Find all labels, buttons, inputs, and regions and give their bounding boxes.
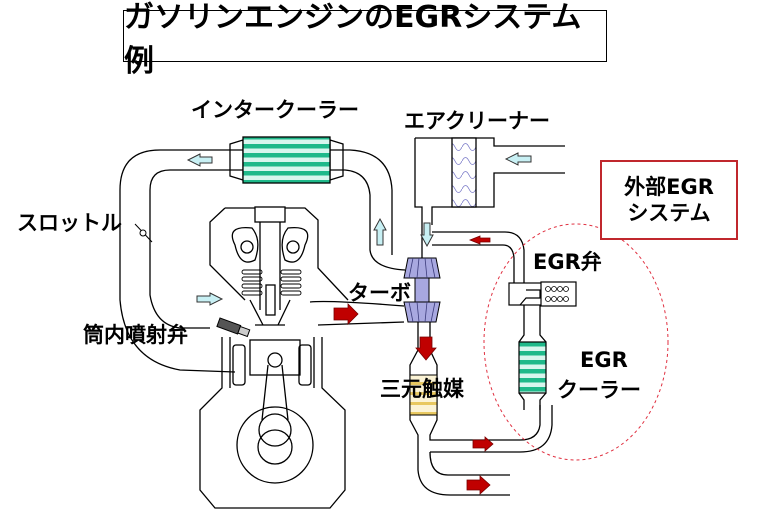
intake-arrow-throttle	[196, 292, 224, 306]
exhaust-arrow-catalyst	[415, 336, 437, 361]
intercooler-pipe-inner	[149, 169, 243, 329]
label-turbo: ターボ	[348, 281, 411, 305]
injector	[216, 317, 251, 338]
air-filter	[451, 137, 477, 208]
egr-system-boundary	[483, 223, 669, 461]
intercooler-to-turbo-outer	[330, 149, 393, 255]
label-egr-valve: EGR弁	[533, 250, 602, 274]
label-egr-cooler-2: クーラー	[557, 378, 641, 402]
intercooler-pipe-outer	[119, 149, 243, 373]
exhaust-arrow-to-egr	[472, 436, 494, 452]
intake-arrow-aircleaner	[504, 152, 532, 166]
exhaust-manifold	[309, 300, 405, 326]
label-injector: 筒内噴射弁	[83, 323, 188, 347]
intake-arrow-to-turbo	[420, 222, 434, 248]
diagram-title: ガソリンエンジンのEGRシステム例	[124, 0, 582, 79]
exhaust-arrow-egr-return	[468, 235, 491, 245]
turbocharger	[403, 257, 441, 323]
intercooler-to-turbo-inner	[330, 169, 406, 271]
callout-line-2: システム	[627, 201, 711, 225]
title-box: ガソリンエンジンのEGRシステム例	[123, 0, 607, 79]
intake-arrow-intercooler	[186, 153, 213, 167]
intake-arrow-to-intercooler	[373, 217, 387, 246]
engine	[199, 206, 349, 509]
label-air-cleaner: エアクリーナー	[404, 109, 550, 133]
exhaust-arrow-tailpipe	[466, 475, 491, 495]
label-catalyst: 三元触媒	[380, 377, 464, 401]
egr-pipe-upper	[432, 231, 525, 285]
external-egr-callout: 外部EGR システム	[600, 160, 738, 240]
egr-cooler-core	[518, 341, 547, 394]
throttle-valve	[134, 223, 153, 243]
label-egr-cooler-1: EGR	[580, 348, 628, 372]
callout-line-1: 外部EGR	[624, 174, 714, 199]
exhaust-arrow-turbo	[333, 303, 359, 325]
label-throttle: スロットル	[17, 211, 122, 235]
catalyst-to-egr	[430, 405, 553, 453]
catalyst-body	[409, 374, 438, 416]
intercooler-core	[242, 136, 331, 184]
egr-valve	[508, 281, 577, 307]
label-intercooler: インタークーラー	[191, 98, 359, 122]
